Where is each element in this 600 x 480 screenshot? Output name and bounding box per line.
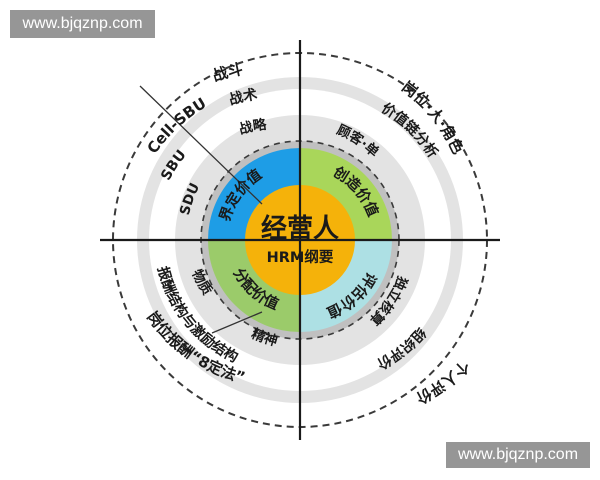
center-title: 经营人: [261, 213, 339, 244]
label-battle: 战斗: [210, 60, 244, 85]
divider-bottom-left: [211, 311, 263, 334]
center-subtitle: HRM纲要: [267, 248, 334, 266]
diagonal-divider-top-left: [139, 85, 263, 205]
watermark-top: www.bjqznp.com: [10, 10, 155, 38]
label-tactics: 战术: [227, 86, 259, 109]
watermark-bottom: www.bjqznp.com: [446, 442, 590, 468]
